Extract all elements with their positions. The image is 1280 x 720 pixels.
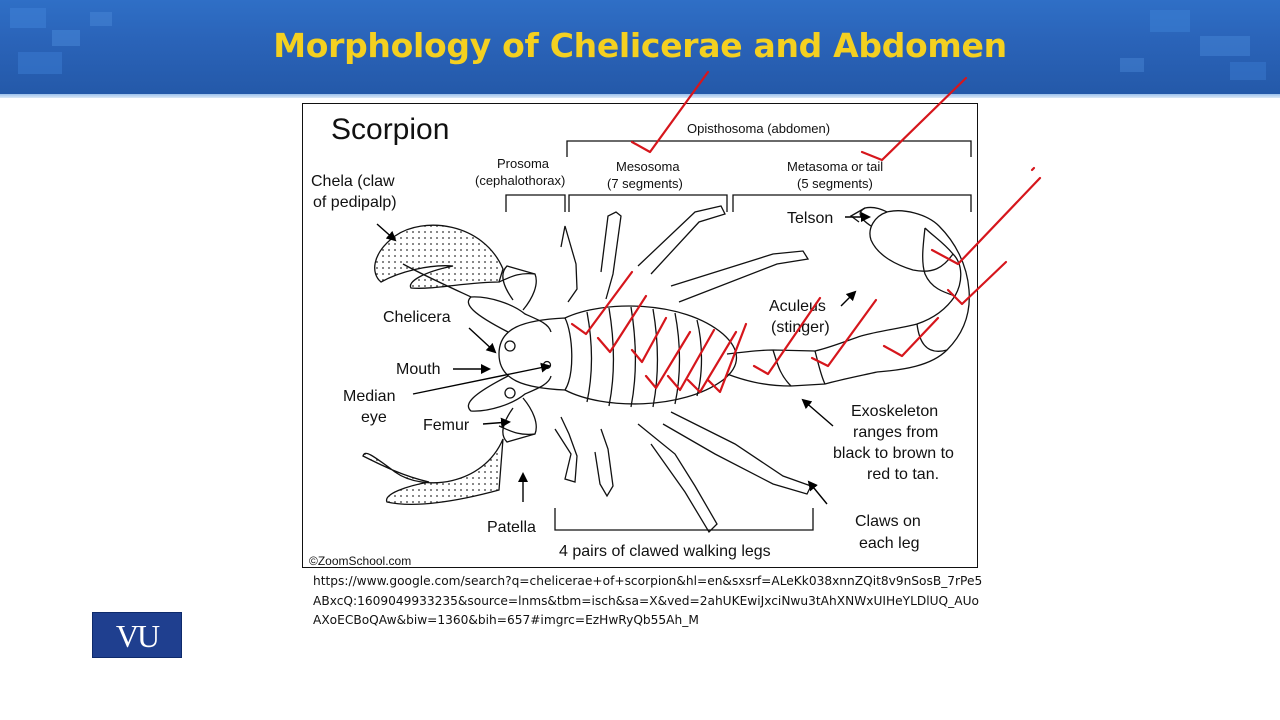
banner-decoration [10, 8, 1266, 80]
checkmark-11 [706, 322, 748, 394]
label-prosoma: Prosoma [497, 156, 550, 171]
label-exoskeleton-1: Exoskeleton [851, 403, 938, 420]
label-chela: Chela (claw [311, 173, 395, 190]
label-exoskeleton-2: ranges from [853, 424, 938, 441]
label-claws-sub: each leg [859, 535, 920, 552]
label-mesosoma: Mesosoma [616, 159, 680, 174]
checkmark-13 [810, 298, 878, 368]
checkmark-9 [666, 328, 716, 392]
label-chela-sub: of pedipalp) [313, 194, 397, 211]
label-patella: Patella [487, 519, 536, 536]
checkmark-10 [686, 330, 738, 394]
label-mesosoma-sub: (7 segments) [607, 176, 683, 191]
logo-text: VU [115, 618, 160, 654]
checkmark-5 [570, 270, 634, 336]
label-femur: Femur [423, 417, 470, 434]
label-median-eye-sub: eye [361, 409, 387, 426]
vu-logo: VU [92, 612, 182, 658]
checkmark-3 [930, 176, 1042, 266]
ink-dot [1030, 166, 1036, 172]
checkmark-12 [752, 296, 822, 376]
label-chelicera: Chelicera [383, 309, 451, 326]
label-claws: Claws on [855, 513, 921, 530]
diagram-title: Scorpion [331, 113, 449, 146]
checkmark-1 [630, 70, 710, 154]
scorpion-diagram: Scorpion Opisthosoma (abdomen) Prosoma (… [302, 103, 978, 568]
label-legs: 4 pairs of clawed walking legs [559, 543, 771, 560]
checkmark-6 [596, 294, 648, 354]
label-metasoma: Metasoma or tail [787, 159, 883, 174]
checkmark-7 [630, 316, 668, 364]
label-opisthosoma: Opisthosoma (abdomen) [687, 121, 830, 136]
scorpion-drawing: Scorpion Opisthosoma (abdomen) Prosoma (… [309, 113, 972, 568]
label-mouth: Mouth [396, 361, 440, 378]
label-exoskeleton-3: black to brown to [833, 445, 954, 462]
checkmark-14 [882, 316, 940, 358]
checkmark-4 [946, 260, 1008, 306]
label-prosoma-sub: (cephalothorax) [475, 173, 565, 188]
banner-rule [0, 94, 1280, 98]
slide-title: Morphology of Chelicerae and Abdomen [273, 26, 1007, 65]
label-metasoma-sub: (5 segments) [797, 176, 873, 191]
label-credit: ©ZoomSchool.com [309, 554, 411, 568]
checkmark-8 [644, 330, 692, 390]
label-exoskeleton-4: red to tan. [867, 466, 939, 483]
title-banner [0, 0, 1280, 94]
source-url[interactable]: https://www.google.com/search?q=chelicer… [313, 574, 983, 627]
label-telson: Telson [787, 210, 833, 227]
label-median-eye: Median [343, 388, 395, 405]
checkmark-2 [860, 76, 968, 162]
